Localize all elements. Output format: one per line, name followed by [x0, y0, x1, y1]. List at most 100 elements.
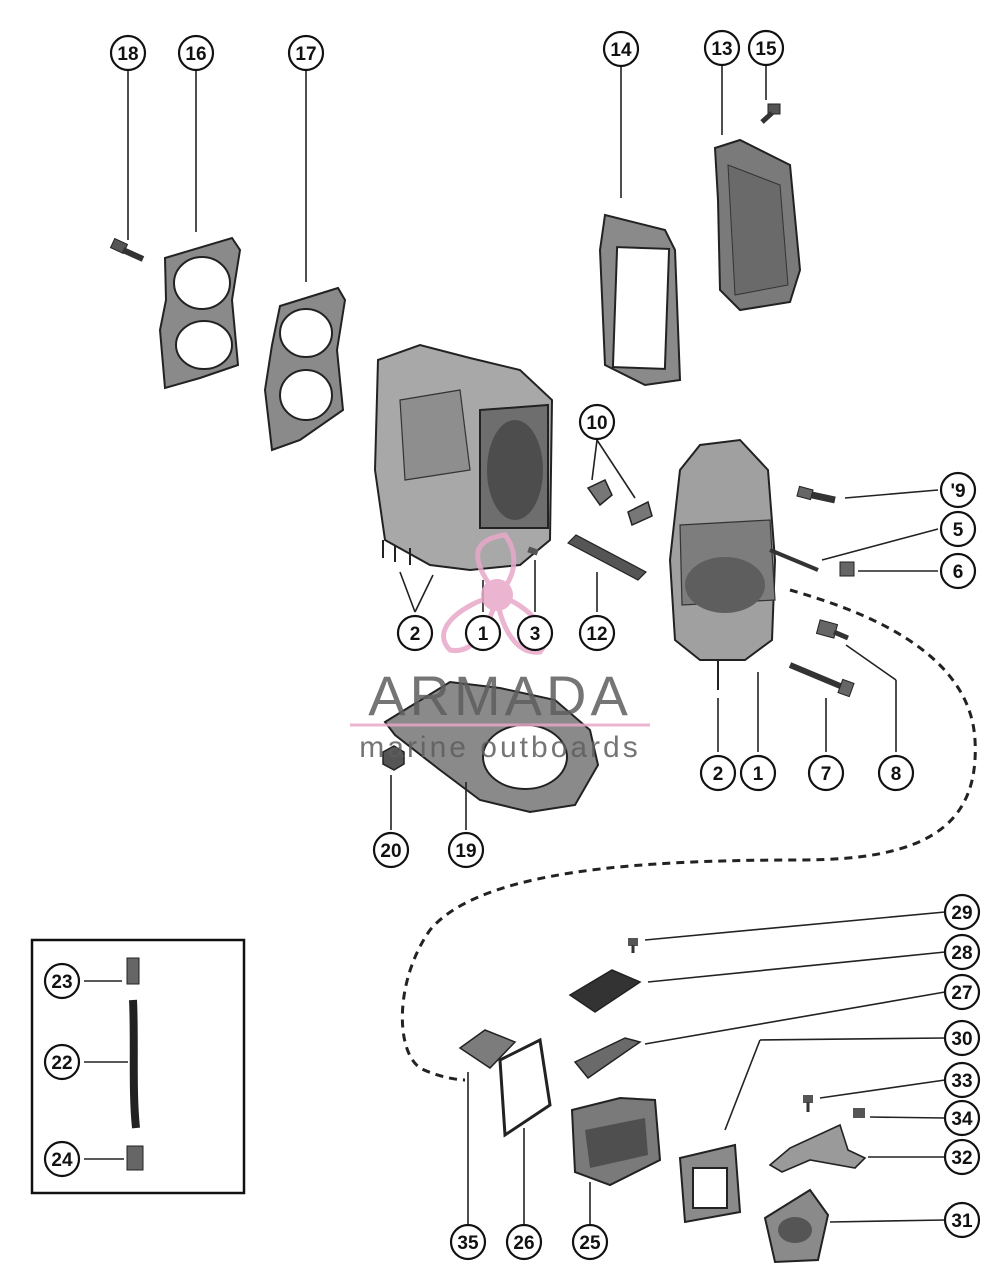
armada-watermark: ARMADA marine outboards	[350, 532, 650, 764]
plug-6	[839, 561, 855, 577]
callout-29: 29	[943, 893, 981, 931]
svg-text:20: 20	[380, 841, 401, 862]
bolt-7	[788, 662, 855, 698]
bracket-32	[768, 1123, 867, 1173]
callout-26: 26	[505, 1223, 543, 1261]
reed-cover-gasket-14	[598, 213, 682, 387]
reed-27	[573, 1037, 642, 1080]
svg-text:24: 24	[51, 1150, 73, 1171]
svg-text:7: 7	[821, 764, 832, 785]
svg-text:5: 5	[953, 520, 964, 541]
callout-22: 22	[43, 1043, 81, 1081]
stud-5	[769, 548, 819, 572]
reed-28	[568, 969, 642, 1013]
svg-text:22: 22	[51, 1053, 72, 1074]
gasket-30	[678, 1143, 742, 1224]
svg-text:19: 19	[455, 841, 476, 862]
callout-28: 28	[943, 933, 981, 971]
screw-15	[760, 103, 781, 124]
callout-14: 14	[602, 30, 640, 68]
svg-text:25: 25	[579, 1233, 601, 1254]
svg-text:10: 10	[586, 413, 607, 434]
screw-18	[109, 237, 145, 262]
bolt-8	[815, 619, 849, 641]
cylinder-head-right	[668, 438, 777, 690]
svg-text:33: 33	[951, 1071, 972, 1092]
transfer-cover-13	[713, 138, 802, 312]
callout-24: 24	[43, 1140, 81, 1178]
svg-text:8: 8	[891, 764, 902, 785]
inset-box	[30, 938, 246, 1195]
callout-7: 7	[807, 754, 845, 792]
callout-1-left: 1	[464, 614, 502, 652]
svg-text:6: 6	[953, 562, 964, 583]
callout-9: '9	[939, 471, 977, 509]
svg-text:28: 28	[951, 943, 972, 964]
svg-text:29: 29	[951, 903, 972, 924]
screw-33	[803, 1095, 813, 1112]
watermark-brand: ARMADA	[368, 664, 632, 727]
svg-text:31: 31	[951, 1211, 973, 1232]
svg-text:3: 3	[530, 624, 541, 645]
callout-2-left: 2	[396, 614, 434, 652]
svg-text:2: 2	[410, 624, 421, 645]
callout-1-right: 1	[739, 754, 777, 792]
callout-3: 3	[516, 614, 554, 652]
screw-34	[853, 1108, 865, 1118]
callout-13: 13	[703, 29, 741, 67]
reed-block-25	[570, 1096, 662, 1187]
watermark-tagline: marine outboards	[359, 731, 640, 764]
fitting-23	[126, 957, 140, 985]
callout-23: 23	[43, 962, 81, 1000]
callout-19: 19	[447, 831, 485, 869]
svg-text:30: 30	[951, 1029, 972, 1050]
callout-10: 10	[578, 403, 616, 441]
callout-31: 31	[943, 1201, 981, 1239]
gasket-17	[263, 286, 347, 452]
leader-lines	[84, 66, 946, 1224]
callout-35: 35	[449, 1223, 487, 1261]
svg-text:27: 27	[951, 983, 972, 1004]
svg-text:1: 1	[478, 624, 489, 645]
svg-text:23: 23	[51, 972, 72, 993]
svg-text:15: 15	[755, 39, 777, 60]
callout-30: 30	[943, 1019, 981, 1057]
nut-20	[382, 745, 405, 771]
callout-15: 15	[747, 29, 785, 67]
callout-34: 34	[943, 1099, 981, 1137]
svg-text:18: 18	[117, 44, 138, 65]
reed-plate-35	[458, 1029, 517, 1069]
callout-5: 5	[939, 510, 977, 548]
svg-text:35: 35	[457, 1233, 479, 1254]
svg-text:1: 1	[753, 764, 764, 785]
screen-12	[567, 534, 647, 581]
callout-20: 20	[372, 831, 410, 869]
gasket-26	[498, 1037, 552, 1138]
callout-17: 17	[287, 34, 325, 72]
screw-29	[628, 938, 638, 953]
svg-text:13: 13	[711, 39, 732, 60]
dashed-group-line	[400, 588, 977, 1082]
svg-text:16: 16	[185, 44, 206, 65]
callout-16: 16	[177, 34, 215, 72]
callout-27: 27	[943, 973, 981, 1011]
callout-25: 25	[571, 1223, 609, 1261]
callout-33: 33	[943, 1061, 981, 1099]
svg-text:34: 34	[951, 1109, 973, 1130]
svg-text:2: 2	[713, 764, 724, 785]
svg-text:17: 17	[295, 44, 316, 65]
svg-text:32: 32	[951, 1148, 972, 1169]
cylinder-block-left	[373, 343, 554, 572]
bolt-9	[796, 485, 836, 504]
reed-stop-10	[586, 479, 653, 527]
gasket-16	[158, 236, 242, 390]
hose-22	[129, 999, 140, 1129]
callout-32: 32	[943, 1138, 981, 1176]
cover-31	[763, 1188, 830, 1264]
callout-18: 18	[109, 34, 147, 72]
svg-text:26: 26	[513, 1233, 534, 1254]
callout-12: 12	[578, 614, 616, 652]
callout-6: 6	[939, 552, 977, 590]
callout-2-right: 2	[699, 754, 737, 792]
